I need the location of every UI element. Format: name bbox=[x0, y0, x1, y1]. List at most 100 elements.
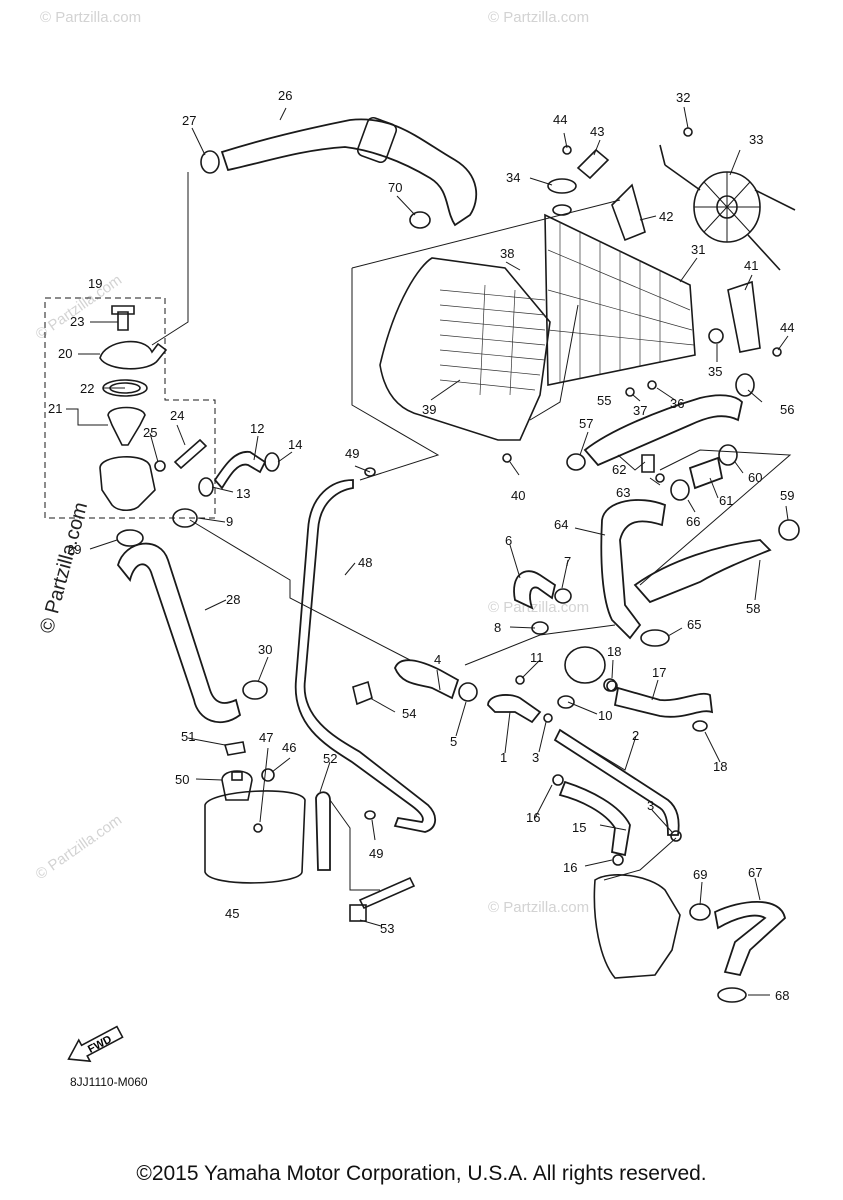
svg-text:28: 28 bbox=[226, 592, 240, 607]
fwd-label: FWD bbox=[86, 1033, 114, 1055]
svg-text:65: 65 bbox=[687, 617, 701, 632]
svg-text:20: 20 bbox=[58, 346, 72, 361]
svg-text:23: 23 bbox=[70, 314, 84, 329]
svg-text:62: 62 bbox=[612, 462, 626, 477]
clamp-59 bbox=[778, 519, 800, 541]
hose-4 bbox=[394, 659, 460, 700]
bracket-42 bbox=[611, 183, 646, 242]
copyright-notice: ©2015 Yamaha Motor Corporation, U.S.A. A… bbox=[136, 1162, 707, 1185]
clamp-27 bbox=[200, 150, 220, 174]
breather-51 bbox=[223, 741, 246, 756]
svg-text:29: 29 bbox=[67, 542, 81, 557]
bolt-32 bbox=[683, 127, 693, 137]
clamp-16-upper bbox=[552, 774, 564, 786]
svg-text:45: 45 bbox=[225, 906, 239, 921]
svg-text:44: 44 bbox=[553, 112, 567, 127]
clamp-13 bbox=[198, 477, 214, 497]
leader-lines bbox=[66, 106, 792, 996]
shroud-grid bbox=[439, 284, 546, 396]
svg-text:67: 67 bbox=[748, 865, 762, 880]
svg-text:41: 41 bbox=[744, 258, 758, 273]
svg-text:49: 49 bbox=[369, 846, 383, 861]
svg-text:10: 10 bbox=[598, 708, 612, 723]
thermostat-housing bbox=[99, 455, 156, 512]
svg-text:57: 57 bbox=[579, 416, 593, 431]
svg-text:18: 18 bbox=[713, 759, 727, 774]
hose-15 bbox=[558, 780, 631, 857]
svg-text:69: 69 bbox=[693, 867, 707, 882]
clamp-18-lower bbox=[692, 720, 708, 732]
clamp-3-lower bbox=[670, 830, 682, 842]
svg-text:19: 19 bbox=[88, 276, 102, 291]
clamp-5 bbox=[458, 682, 478, 702]
radiator-grid bbox=[547, 222, 695, 382]
clamp-57 bbox=[566, 453, 586, 471]
hose-61 bbox=[688, 456, 724, 490]
o-ring-10 bbox=[557, 695, 575, 709]
svg-text:38: 38 bbox=[500, 246, 514, 261]
svg-text:© Partzilla.com: © Partzilla.com bbox=[488, 899, 589, 916]
svg-text:68: 68 bbox=[775, 988, 789, 1003]
svg-text:13: 13 bbox=[236, 486, 250, 501]
svg-text:53: 53 bbox=[380, 921, 394, 936]
bracket-43 bbox=[576, 148, 610, 180]
svg-text:55: 55 bbox=[597, 393, 611, 408]
clamp-65 bbox=[640, 629, 670, 647]
svg-text:7: 7 bbox=[564, 554, 571, 569]
bolt-44-right bbox=[772, 347, 782, 357]
bolt-23 bbox=[111, 305, 135, 331]
svg-text:43: 43 bbox=[590, 124, 604, 139]
svg-text:39: 39 bbox=[422, 402, 436, 417]
svg-text:14: 14 bbox=[288, 437, 302, 452]
svg-text:18: 18 bbox=[607, 644, 621, 659]
hose-28 bbox=[117, 542, 242, 724]
svg-text:5: 5 bbox=[450, 734, 457, 749]
svg-text:© Partzilla.com: © Partzilla.com bbox=[488, 599, 589, 616]
svg-text:26: 26 bbox=[278, 88, 292, 103]
hose-6 bbox=[513, 570, 557, 610]
grommet-35 bbox=[708, 328, 724, 344]
hose-55 bbox=[583, 394, 743, 467]
water-pump-housing bbox=[593, 874, 681, 979]
svg-text:47: 47 bbox=[259, 730, 273, 745]
clamp-16-lower bbox=[612, 854, 624, 866]
svg-text:52: 52 bbox=[323, 751, 337, 766]
clamp-18-upper bbox=[606, 680, 618, 692]
svg-text:12: 12 bbox=[250, 421, 264, 436]
reservoir-45 bbox=[204, 790, 306, 884]
clamp-14 bbox=[264, 452, 280, 472]
svg-text:3: 3 bbox=[647, 798, 654, 813]
svg-text:22: 22 bbox=[80, 381, 94, 396]
bracket-41 bbox=[727, 280, 761, 353]
clamp-70 bbox=[409, 211, 431, 229]
hose-58 bbox=[633, 539, 772, 604]
svg-text:9: 9 bbox=[226, 514, 233, 529]
svg-text:31: 31 bbox=[691, 242, 705, 257]
svg-text:44: 44 bbox=[780, 320, 794, 335]
hose-26 bbox=[220, 118, 478, 227]
svg-text:3: 3 bbox=[532, 750, 539, 765]
clamp-68 bbox=[717, 987, 747, 1003]
svg-text:15: 15 bbox=[572, 820, 586, 835]
svg-text:21: 21 bbox=[48, 401, 62, 416]
clamp-7 bbox=[554, 588, 572, 604]
svg-text:37: 37 bbox=[633, 403, 647, 418]
svg-text:58: 58 bbox=[746, 601, 760, 616]
hose-26-sleeve bbox=[356, 116, 398, 164]
radiator-cap-34 bbox=[547, 178, 577, 194]
bolt-47 bbox=[253, 823, 263, 833]
svg-text:© Partzilla.com: © Partzilla.com bbox=[33, 811, 126, 883]
svg-text:16: 16 bbox=[526, 810, 540, 825]
bolt-37 bbox=[625, 387, 635, 397]
svg-text:33: 33 bbox=[749, 132, 763, 147]
clamp-56 bbox=[735, 373, 755, 397]
clamp-3-upper bbox=[543, 713, 553, 723]
svg-text:59: 59 bbox=[780, 488, 794, 503]
clamp-49-upper bbox=[364, 467, 376, 477]
diagram-code: 8JJ1110-M060 bbox=[70, 1075, 148, 1089]
cap-top bbox=[231, 771, 243, 781]
clamp-60 bbox=[718, 444, 738, 466]
svg-text:64: 64 bbox=[554, 517, 568, 532]
hose-12 bbox=[213, 451, 267, 490]
svg-text:4: 4 bbox=[434, 652, 441, 667]
